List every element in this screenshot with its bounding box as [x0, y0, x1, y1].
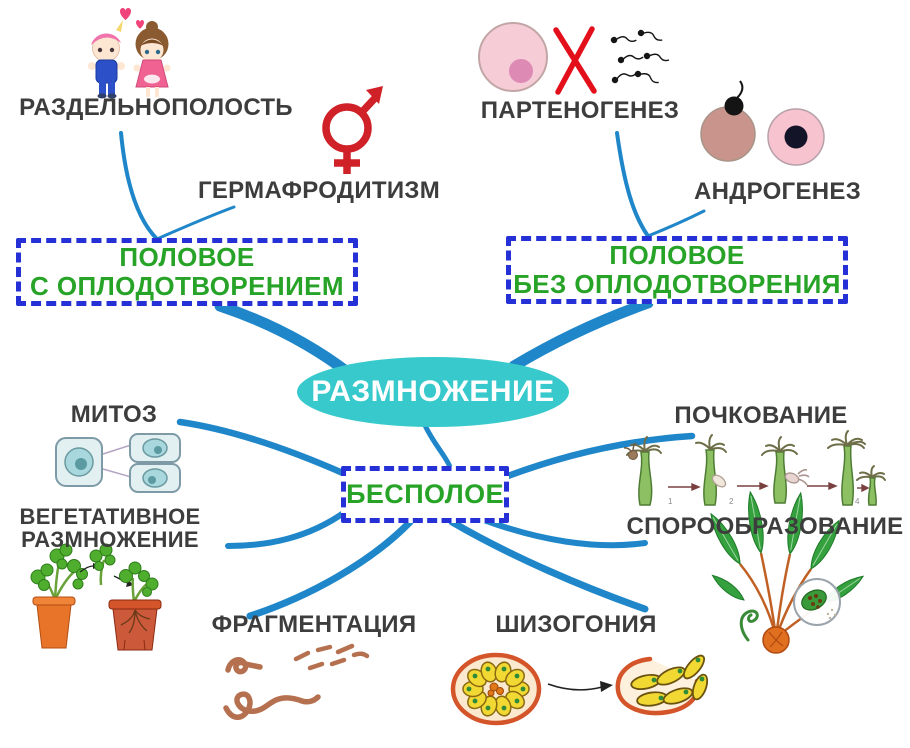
category-label-line: С ОПЛОДОТВОРЕНИЕМ [30, 271, 344, 301]
branch-fert-to-hermaphroditism [155, 205, 236, 241]
androgenesis-illustration [700, 80, 825, 166]
branch-asexual-to-fragmentation [246, 518, 414, 620]
branch-asexual-to-vegetative [225, 509, 348, 549]
label-schizogony: ШИЗОГОНИЯ [495, 611, 657, 638]
branch-root-to-asexual [421, 420, 453, 470]
label-fragmentation: ФРАГМЕНТАЦИЯ [211, 611, 417, 638]
couple-illustration [88, 8, 171, 99]
branch-asexual-to-sporulation [481, 517, 648, 549]
node-sexual-with-fertilization: ПОЛОВОЕ С ОПЛОДОТВОРЕНИЕМ [16, 238, 358, 306]
egg-cell-icon [478, 22, 548, 92]
label-vegetative-line2: РАЗМНОЖЕНИЕ [21, 527, 199, 552]
worms-illustration [223, 643, 370, 720]
sporangium-magnifier-icon [793, 578, 841, 626]
label-dioecy: РАЗДЕЛЬНОПОЛОСТЬ [19, 94, 293, 121]
category-label-line: ПОЛОВОЕ [609, 239, 745, 270]
branch-nofert-to-parthenogenesis [615, 131, 650, 238]
heart-icon [136, 20, 144, 29]
budding-stage-number: 2 [729, 497, 734, 506]
branch-fert-to-dioecy [119, 131, 159, 241]
fern-illustration [710, 490, 865, 654]
heart-icon [120, 8, 131, 21]
hydra-budding-illustration: 1 2 3 4 [623, 430, 886, 506]
label-androgenesis: АНДРОГЕНЕЗ [693, 178, 862, 205]
branch-root-to-sexual-fert [214, 300, 356, 380]
label-parthenogenesis: ПАРТЕНОГЕНЕЗ [480, 97, 680, 124]
red-cross-icon [553, 26, 597, 95]
fiddlehead-icon [739, 609, 759, 642]
category-label-line: БЕСПОЛОЕ [346, 479, 504, 510]
label-sporulation: СПОРООБРАЗОВАНИЕ [626, 513, 904, 540]
branch-asexual-to-mitosis [176, 418, 349, 478]
branches [119, 131, 706, 620]
label-vegetative-line1: ВЕГЕТАТИВНОЕ [19, 504, 201, 529]
budding-stage-number: 1 [668, 497, 673, 506]
vegetative-plants-illustration [30, 543, 162, 651]
male-female-symbol-icon [322, 86, 383, 174]
label-budding: ПОЧКОВАНИЕ [674, 402, 848, 429]
budding-stage-number: 4 [855, 497, 860, 506]
branch-root-to-sexual-nofert [508, 297, 654, 372]
label-hermaphroditism: ГЕРМАФРОДИТИЗМ [197, 177, 441, 204]
branch-nofert-to-androgenesis [646, 209, 706, 238]
label-mitosis: МИТОЗ [70, 401, 158, 428]
parthenogenesis-illustration [478, 22, 670, 95]
root-node-reproduction: РАЗМНОЖЕНИЕ [297, 357, 569, 427]
node-sexual-without-fertilization: ПОЛОВОЕ БЕЗ ОПЛОДОТВОРЕНИЯ [506, 236, 848, 304]
branch-asexual-to-budding [504, 432, 696, 480]
schizogony-illustration [450, 652, 709, 726]
mitosis-cells-illustration [55, 433, 181, 493]
sperm-cells-icon [610, 29, 670, 84]
root-node-label: РАЗМНОЖЕНИЕ [311, 375, 555, 408]
category-label-line: ПОЛОВОЕ [119, 241, 255, 272]
node-asexual: БЕСПОЛОЕ [341, 466, 509, 523]
branch-asexual-to-schizogony [448, 518, 649, 613]
category-label-line: БЕЗ ОПЛОДОТВОРЕНИЯ [513, 269, 841, 299]
